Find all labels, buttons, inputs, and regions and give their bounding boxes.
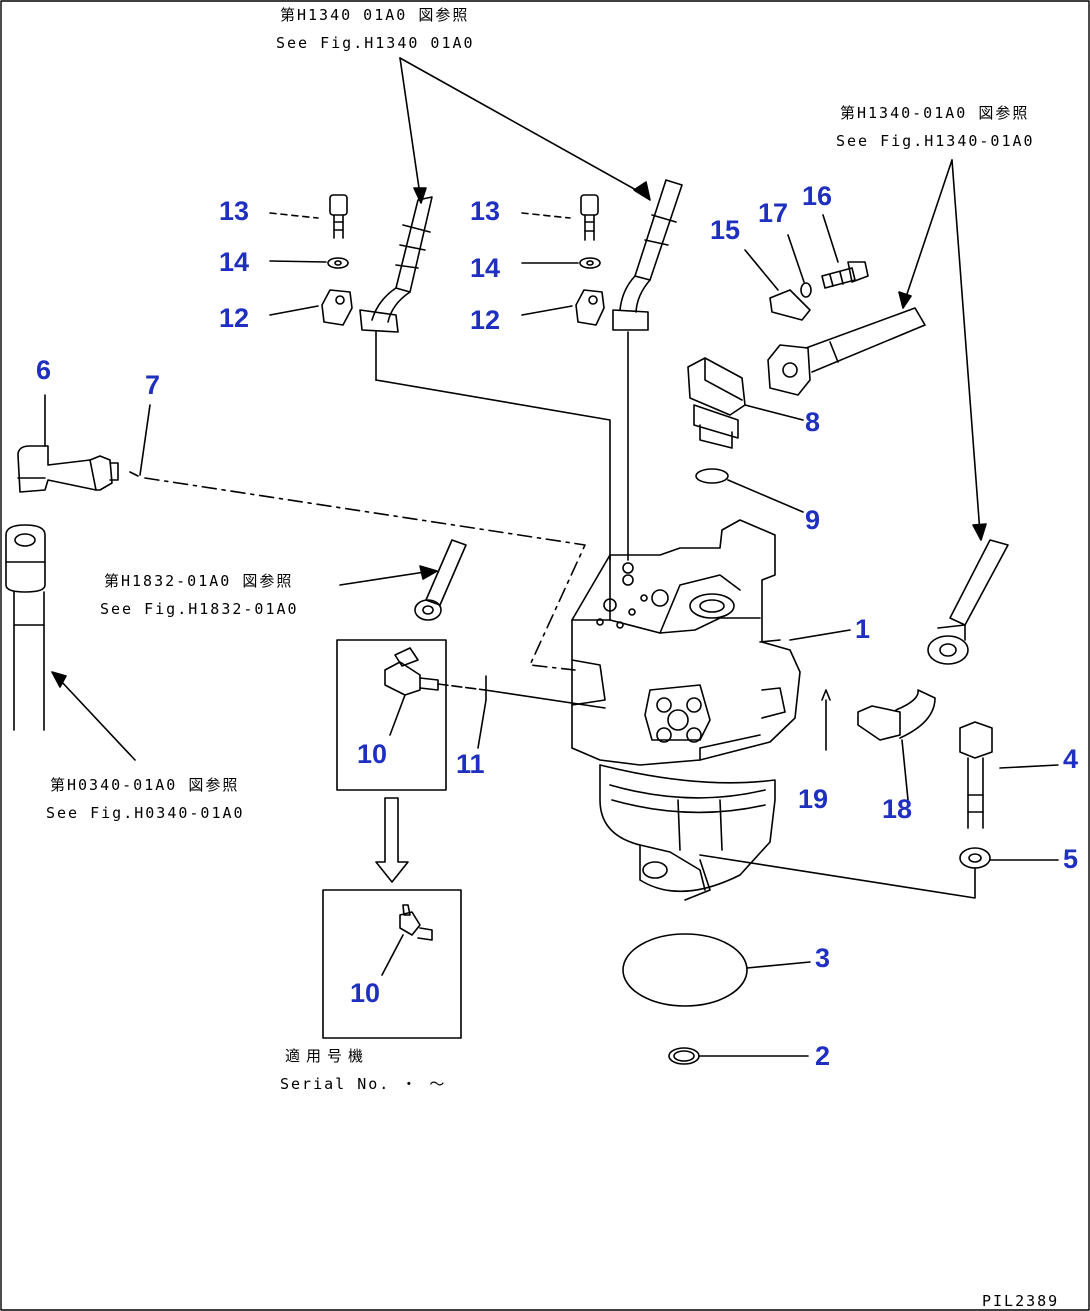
hose-center: [612, 179, 683, 561]
inset-box-upper: [336, 639, 447, 791]
switch-10-lower: [381, 904, 433, 976]
oring-3: [622, 933, 811, 1007]
bolt-13-left: [269, 194, 348, 239]
elbow-6: [17, 394, 586, 671]
leader-hose-left: [375, 379, 611, 561]
flange-12-center: [521, 289, 605, 326]
pin-19: [821, 689, 831, 751]
part-number-6: 6: [36, 355, 52, 385]
part-number-14-left: 14: [219, 247, 250, 277]
part-number-8: 8: [805, 407, 821, 437]
part-number-7: 7: [145, 370, 161, 400]
part-number-10-upper: 10: [357, 739, 388, 769]
part-number-2: 2: [815, 1041, 831, 1071]
hose-left: [359, 196, 433, 381]
part-number-9: 9: [805, 505, 821, 535]
hose-flange-right: [767, 307, 926, 396]
part-number-12-center: 12: [470, 305, 501, 335]
part-number-13-center: 13: [470, 196, 501, 226]
part-number-19: 19: [798, 784, 829, 814]
ref-top-center-jp: 第H1340 01A0 図参照: [280, 6, 470, 24]
oring-9: [695, 468, 804, 513]
part-number-5: 5: [1063, 844, 1079, 874]
part-number-12-left: 12: [219, 303, 250, 333]
part-number-18: 18: [882, 794, 913, 824]
part-number-10-lower: 10: [350, 978, 381, 1008]
plug-2: [668, 1047, 809, 1065]
hose-h1832: [339, 539, 467, 621]
motor-base: [599, 764, 776, 901]
part-number-17: 17: [758, 198, 789, 228]
ref-middle-en: See Fig.H1832-01A0: [100, 600, 299, 618]
down-arrow: [375, 797, 409, 883]
drawing-code: PIL2389: [982, 1292, 1060, 1310]
valve-8: [687, 357, 804, 449]
reference-arrows-top: [399, 57, 651, 204]
washer-17: [787, 234, 812, 298]
flange-12-left: [269, 289, 353, 326]
part-number-15: 15: [710, 215, 741, 245]
part-number-1: 1: [855, 614, 871, 644]
reference-arrows-right: [898, 159, 987, 541]
switch-10-upper: [384, 647, 606, 736]
serial-label-jp: 適用号機: [285, 1047, 370, 1065]
part-number-3: 3: [815, 943, 831, 973]
ref-top-right-en: See Fig.H1340-01A0: [836, 132, 1035, 150]
washer-14-center: [579, 257, 601, 269]
pin-11: [477, 675, 487, 749]
part-number-11: 11: [456, 749, 485, 779]
bolt-13-center: [521, 194, 599, 241]
motor-body: [571, 519, 851, 766]
part-number-4: 4: [1063, 744, 1079, 774]
hose-right-lower: [927, 539, 1009, 665]
hose-h0340: [5, 524, 136, 761]
ref-left-en: See Fig.H0340-01A0: [46, 804, 245, 822]
ref-left-jp: 第H0340-01A0 図参照: [50, 776, 240, 794]
washer-14-left: [327, 257, 349, 269]
ref-top-right-jp: 第H1340-01A0 図参照: [840, 104, 1030, 122]
part-number-16: 16: [802, 181, 833, 211]
part-number-14-center: 14: [470, 253, 501, 283]
bolt-4: [959, 721, 1059, 829]
washer-5: [699, 847, 1059, 899]
bolt-16: [821, 214, 869, 289]
inset-box-lower: [322, 889, 462, 1039]
ref-top-center-en: See Fig.H1340 01A0: [276, 34, 475, 52]
elbow-18: [857, 689, 936, 801]
part-number-13-left: 13: [219, 196, 250, 226]
serial-label-en: Serial No. ・ ～: [280, 1075, 447, 1093]
clamp-15: [744, 249, 811, 321]
ref-middle-jp: 第H1832-01A0 図参照: [104, 572, 294, 590]
